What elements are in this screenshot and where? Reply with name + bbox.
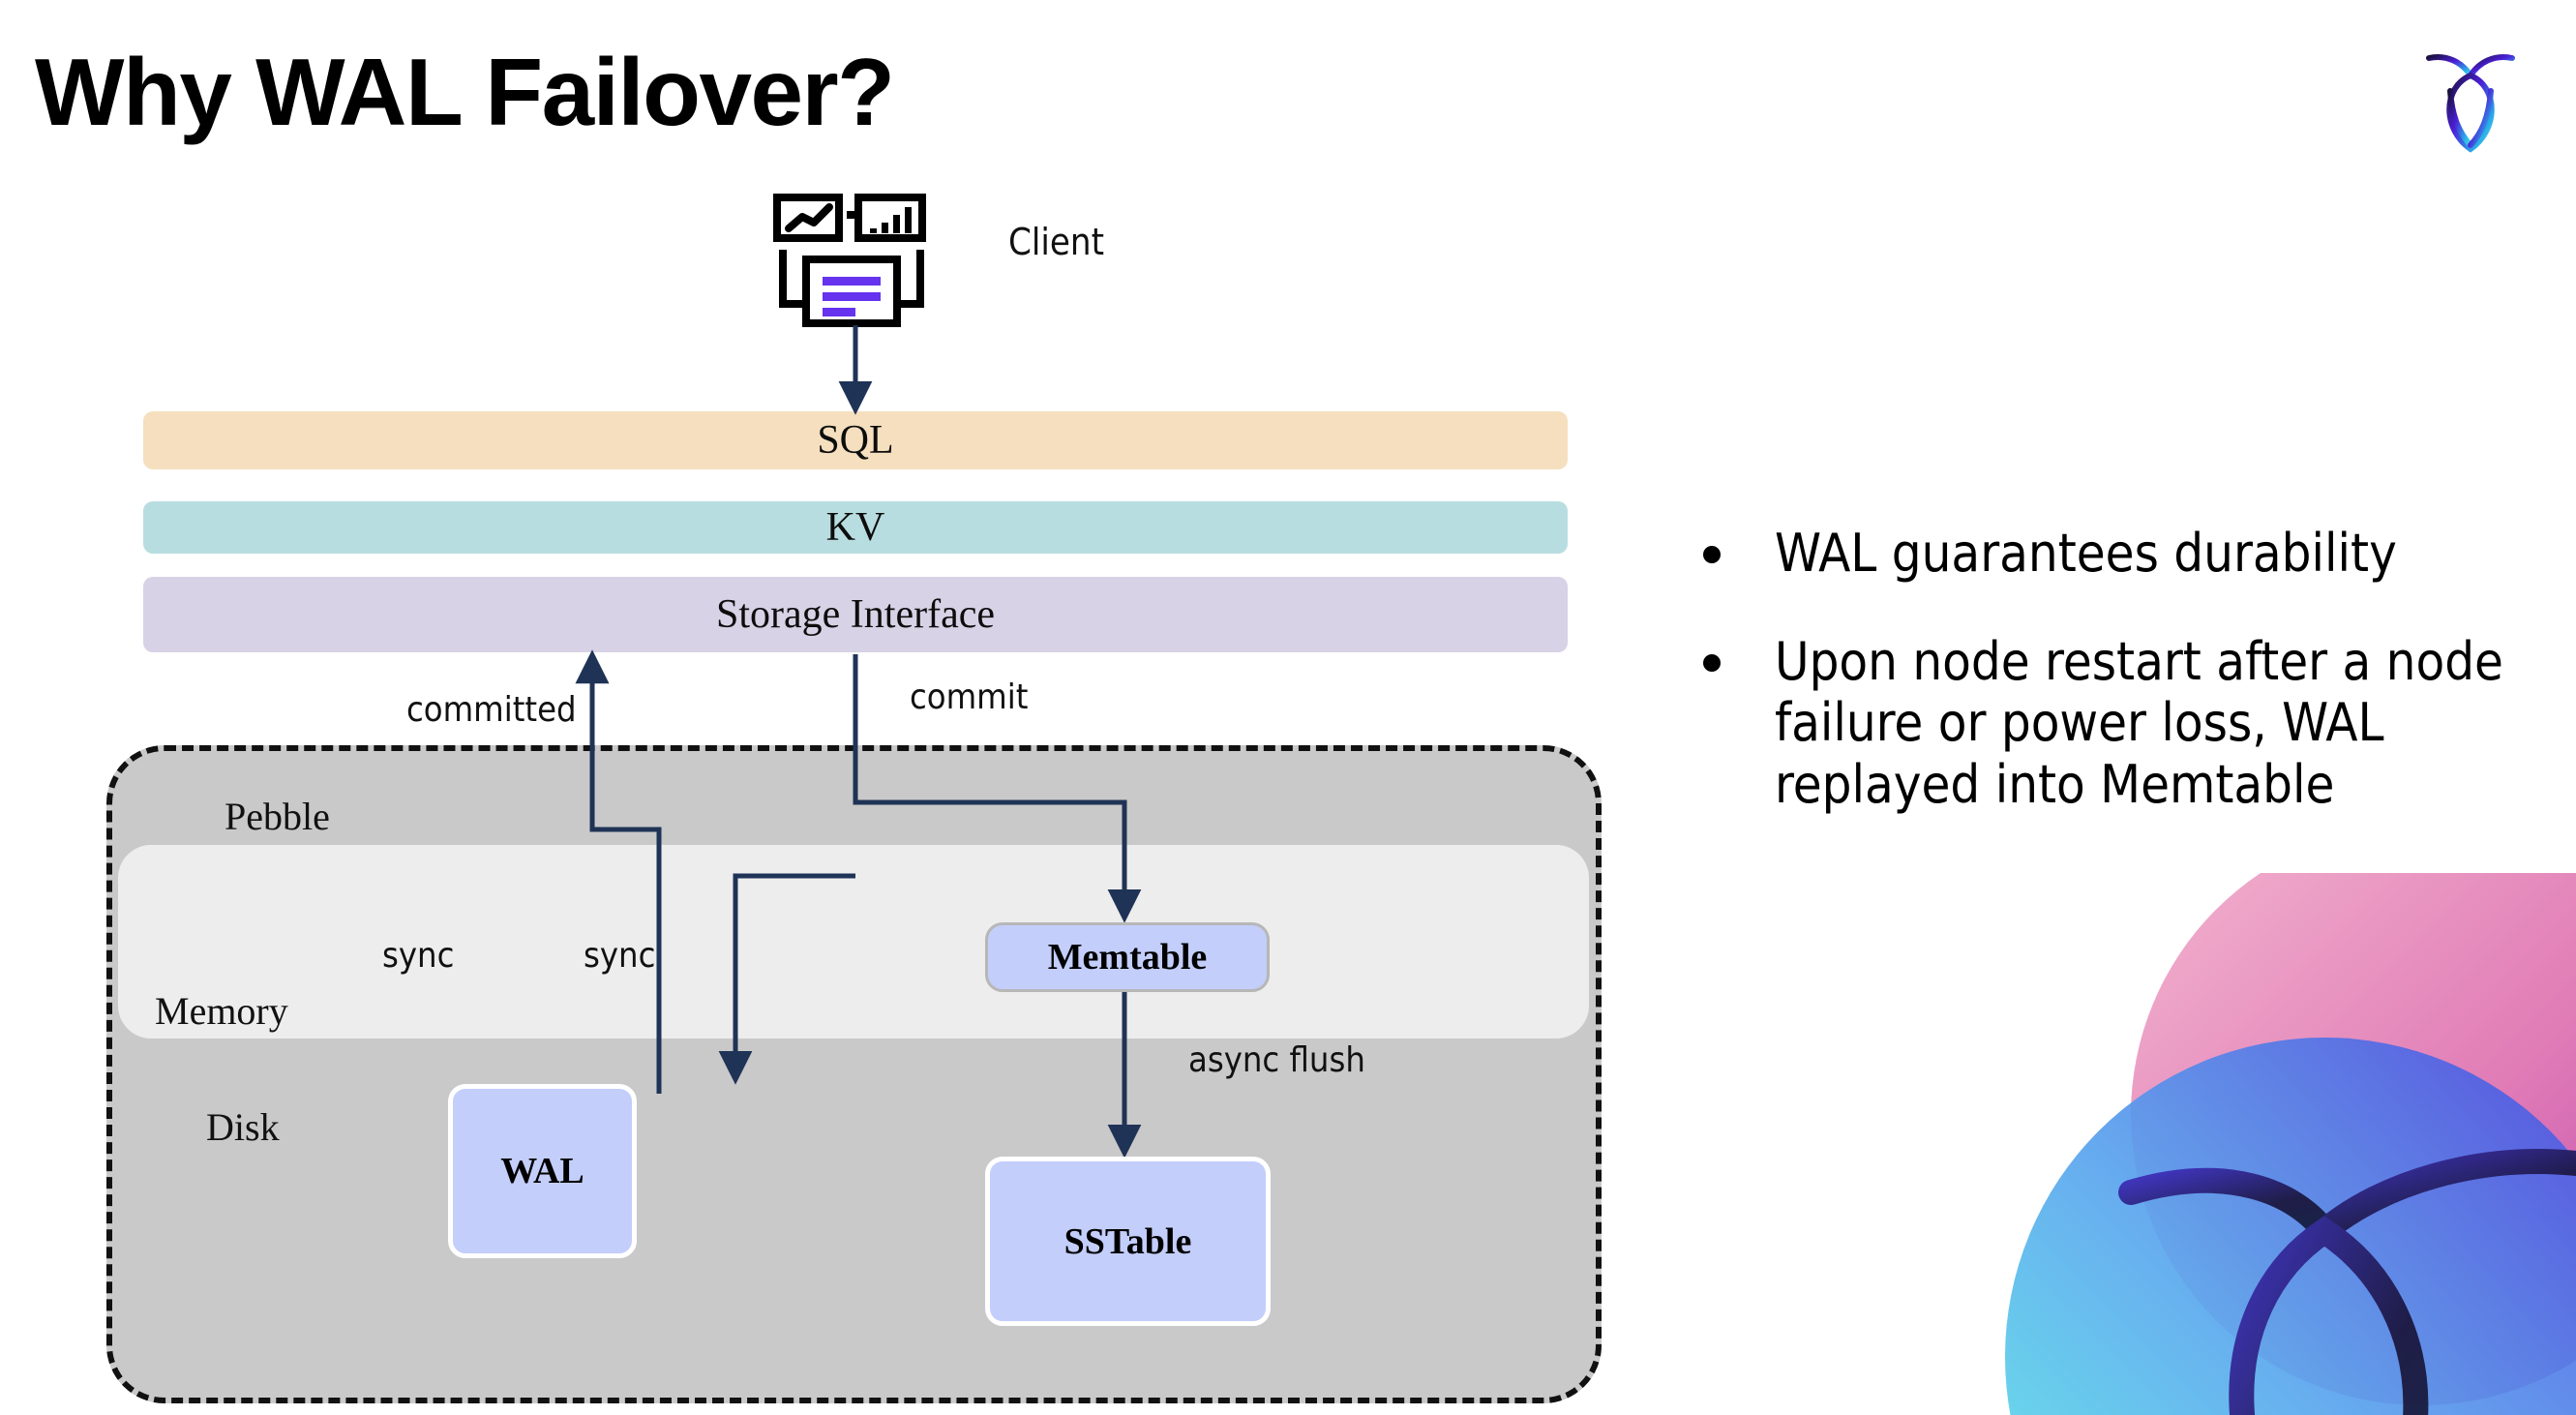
bullet-text: WAL guarantees durability xyxy=(1775,523,2397,584)
node-wal: WAL xyxy=(448,1084,637,1258)
bullet-dot-icon xyxy=(1703,653,1721,672)
layer-label-sql: SQL xyxy=(817,418,894,463)
bullet-text: Upon node restart after a node failure o… xyxy=(1775,630,2503,816)
disk-label: Disk xyxy=(206,1105,280,1149)
client-dashboard-icon xyxy=(769,192,934,327)
node-sstable: SSTable xyxy=(985,1157,1271,1326)
edge-label-sync-right: sync xyxy=(584,936,656,976)
bullet-dot-icon xyxy=(1703,546,1721,563)
pebble-label: Pebble xyxy=(225,795,330,838)
edge-label-async-flush: async flush xyxy=(1188,1040,1365,1080)
layer-bar-kv: KV xyxy=(143,501,1568,554)
client-label: Client xyxy=(1008,221,1104,263)
memory-label: Memory xyxy=(155,989,288,1033)
layer-bar-sql: SQL xyxy=(143,411,1568,469)
list-item: Upon node restart after a node failure o… xyxy=(1703,631,2535,816)
node-label-sstable: SSTable xyxy=(1063,1220,1192,1262)
layer-label-storage-interface: Storage Interface xyxy=(716,592,995,637)
node-label-wal: WAL xyxy=(500,1151,584,1191)
cockroachdb-logo xyxy=(2417,37,2524,163)
node-memtable: Memtable xyxy=(985,922,1270,992)
bullet-list: WAL guarantees durability Upon node rest… xyxy=(1703,523,2535,862)
list-item: WAL guarantees durability xyxy=(1703,523,2535,585)
diagram-arrows xyxy=(575,325,1142,1159)
edge-label-sync-left: sync xyxy=(382,936,455,976)
layer-label-kv: KV xyxy=(825,505,885,550)
edge-label-committed: committed xyxy=(406,690,577,730)
node-label-memtable: Memtable xyxy=(1047,937,1208,978)
layer-bar-storage-interface: Storage Interface xyxy=(143,577,1568,652)
page-title: Why WAL Failover? xyxy=(35,39,895,145)
decorative-circles xyxy=(1841,873,2576,1415)
edge-label-commit: commit xyxy=(910,677,1029,717)
